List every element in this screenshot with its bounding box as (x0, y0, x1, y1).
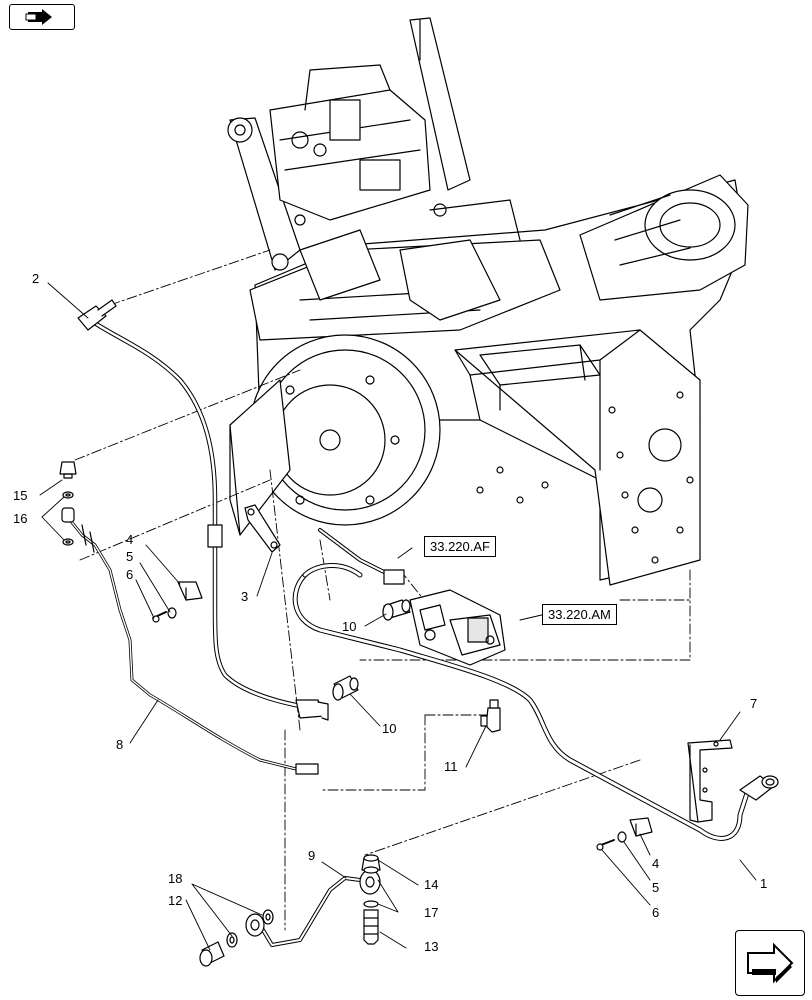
fitting-10-upper (382, 599, 411, 621)
callout-8: 8 (116, 737, 124, 752)
callout-11: 11 (444, 759, 458, 774)
bracket-3 (244, 504, 281, 553)
callout-18: 18 (168, 871, 183, 886)
clip-4-left (152, 581, 203, 623)
callout-13: 13 (424, 939, 439, 954)
forward-arrow-icon (747, 942, 794, 984)
pipe-9 (245, 869, 381, 947)
callout-10-upper: 10 (342, 619, 357, 634)
pipe-8 (68, 518, 319, 775)
axle-hub (229, 334, 441, 536)
callout-12: 12 (168, 893, 183, 908)
callout-5-left: 5 (126, 549, 134, 564)
nav-forward-button-bottom[interactable] (735, 930, 805, 996)
reference-33-220-am[interactable]: 33.220.AM (542, 604, 617, 625)
callout-5-right: 5 (652, 880, 660, 895)
lift-arms-and-valve (227, 17, 521, 321)
fitting-10-lower (332, 675, 359, 701)
pipe-to-af (318, 528, 405, 585)
callout-3: 3 (241, 589, 249, 604)
clip-4-right (596, 817, 653, 851)
callout-15: 15 (13, 488, 28, 503)
reference-33-220-af[interactable]: 33.220.AF (424, 536, 496, 557)
callout-2: 2 (32, 271, 40, 286)
callout-6-right: 6 (652, 905, 660, 920)
callout-16: 16 (13, 511, 28, 526)
callout-14: 14 (424, 877, 439, 892)
callout-6-left: 6 (126, 567, 134, 582)
nav-forward-button-top[interactable] (9, 4, 75, 30)
callout-17: 17 (424, 905, 439, 920)
callout-4-left: 4 (126, 532, 134, 547)
callout-1: 1 (760, 876, 768, 891)
callout-7: 7 (750, 696, 758, 711)
forward-arrow-icon (25, 9, 52, 25)
callout-9: 9 (308, 848, 316, 863)
fittings-15-16 (59, 461, 77, 546)
pipe-1 (292, 563, 779, 841)
fittings-bottom (199, 854, 381, 967)
pipe-2 (77, 299, 329, 721)
callout-10-lower: 10 (382, 721, 397, 736)
elbow-11 (480, 699, 501, 733)
bracket-7 (687, 739, 733, 823)
callout-4-right: 4 (652, 856, 660, 871)
callout-leaders (39, 282, 757, 951)
valve-assembly (409, 589, 506, 666)
